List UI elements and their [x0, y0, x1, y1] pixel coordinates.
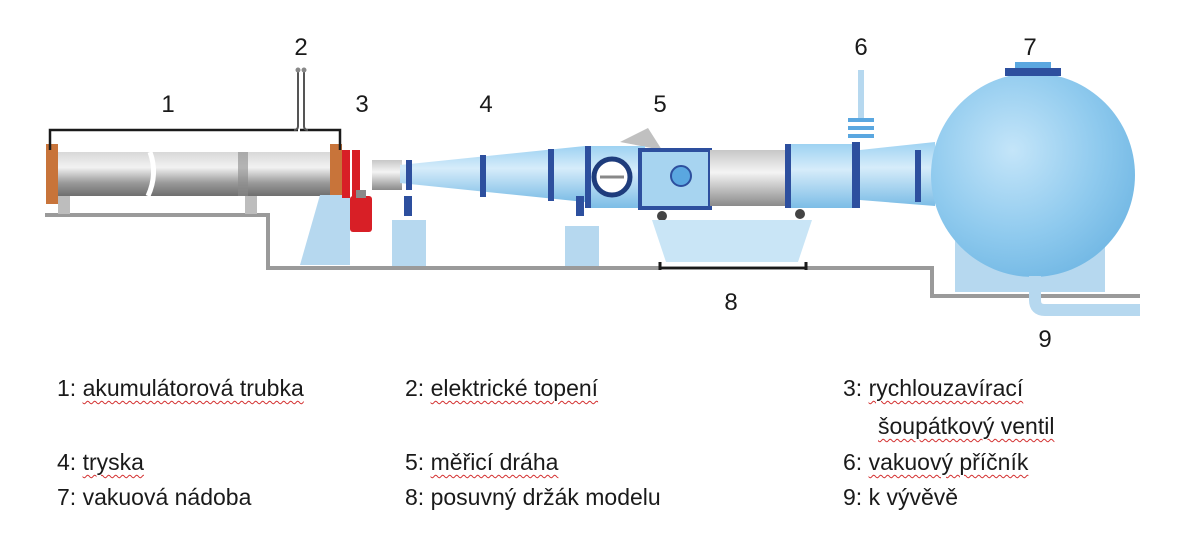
legend-item-3: 3: rychlouzavírací — [843, 373, 1023, 403]
label-1: 1 — [161, 91, 174, 118]
legend-item-1: 1: akumulátorová trubka — [57, 373, 304, 403]
legend-prefix-1: 1: — [57, 375, 83, 401]
label-4: 4 — [479, 91, 492, 118]
label-3: 3 — [355, 91, 368, 118]
legend-text-6: vakuový příčník — [868, 449, 1029, 475]
electric-heating — [293, 67, 309, 131]
label-6: 6 — [854, 34, 867, 61]
shock-tube-diagram: 1 2 3 4 5 6 7 8 9 — [45, 34, 1140, 353]
vacuum-vessel — [931, 62, 1135, 292]
legend-text-1: akumulátorová trubka — [82, 375, 304, 401]
legend-text-3b: šoupátkový ventil — [878, 413, 1055, 439]
floor-line — [45, 213, 1140, 298]
legend-item-8: 8: posuvný držák modelu — [405, 482, 661, 512]
pump-pipe — [1029, 276, 1140, 316]
legend-item-3-line2: šoupátkový ventil — [878, 411, 1054, 441]
legend-item-2: 2: elektrické topení — [405, 373, 598, 403]
legend-prefix-6: 6: — [843, 449, 869, 475]
legend-text-5: měřicí dráha — [430, 449, 559, 475]
quick-valve — [300, 150, 402, 265]
legend-prefix-3: 3: — [843, 375, 869, 401]
legend-text-7: vakuová nádoba — [82, 484, 252, 510]
model-holder — [652, 220, 812, 270]
legend-item-7: 7: vakuová nádoba — [57, 482, 251, 512]
vacuum-crossing — [848, 70, 935, 208]
legend-item-9: 9: k vývěvě — [843, 482, 958, 512]
legend-prefix-4: 4: — [57, 449, 83, 475]
legend-item-5: 5: měřicí dráha — [405, 447, 558, 477]
legend-item-6: 6: vakuový příčník — [843, 447, 1028, 477]
legend-prefix-7: 7: — [57, 484, 83, 510]
legend-text-4: tryska — [82, 449, 144, 475]
legend-text-9: k vývěvě — [868, 484, 959, 510]
label-2: 2 — [294, 34, 307, 61]
legend-item-4: 4: tryska — [57, 447, 144, 477]
accumulator-tube — [46, 128, 342, 214]
legend-text-3a: rychlouzavírací — [868, 375, 1024, 401]
label-9: 9 — [1038, 326, 1051, 353]
legend-prefix-2: 2: — [405, 375, 431, 401]
label-7: 7 — [1023, 34, 1036, 61]
legend-prefix-5: 5: — [405, 449, 431, 475]
label-5: 5 — [653, 91, 666, 118]
label-8: 8 — [724, 289, 737, 316]
nozzle — [392, 146, 599, 266]
measuring-section — [585, 128, 855, 221]
legend-prefix-9: 9: — [843, 484, 869, 510]
legend-prefix-8: 8: — [405, 484, 431, 510]
legend-text-8: posuvný držák modelu — [430, 484, 661, 510]
legend-text-2: elektrické topení — [430, 375, 599, 401]
